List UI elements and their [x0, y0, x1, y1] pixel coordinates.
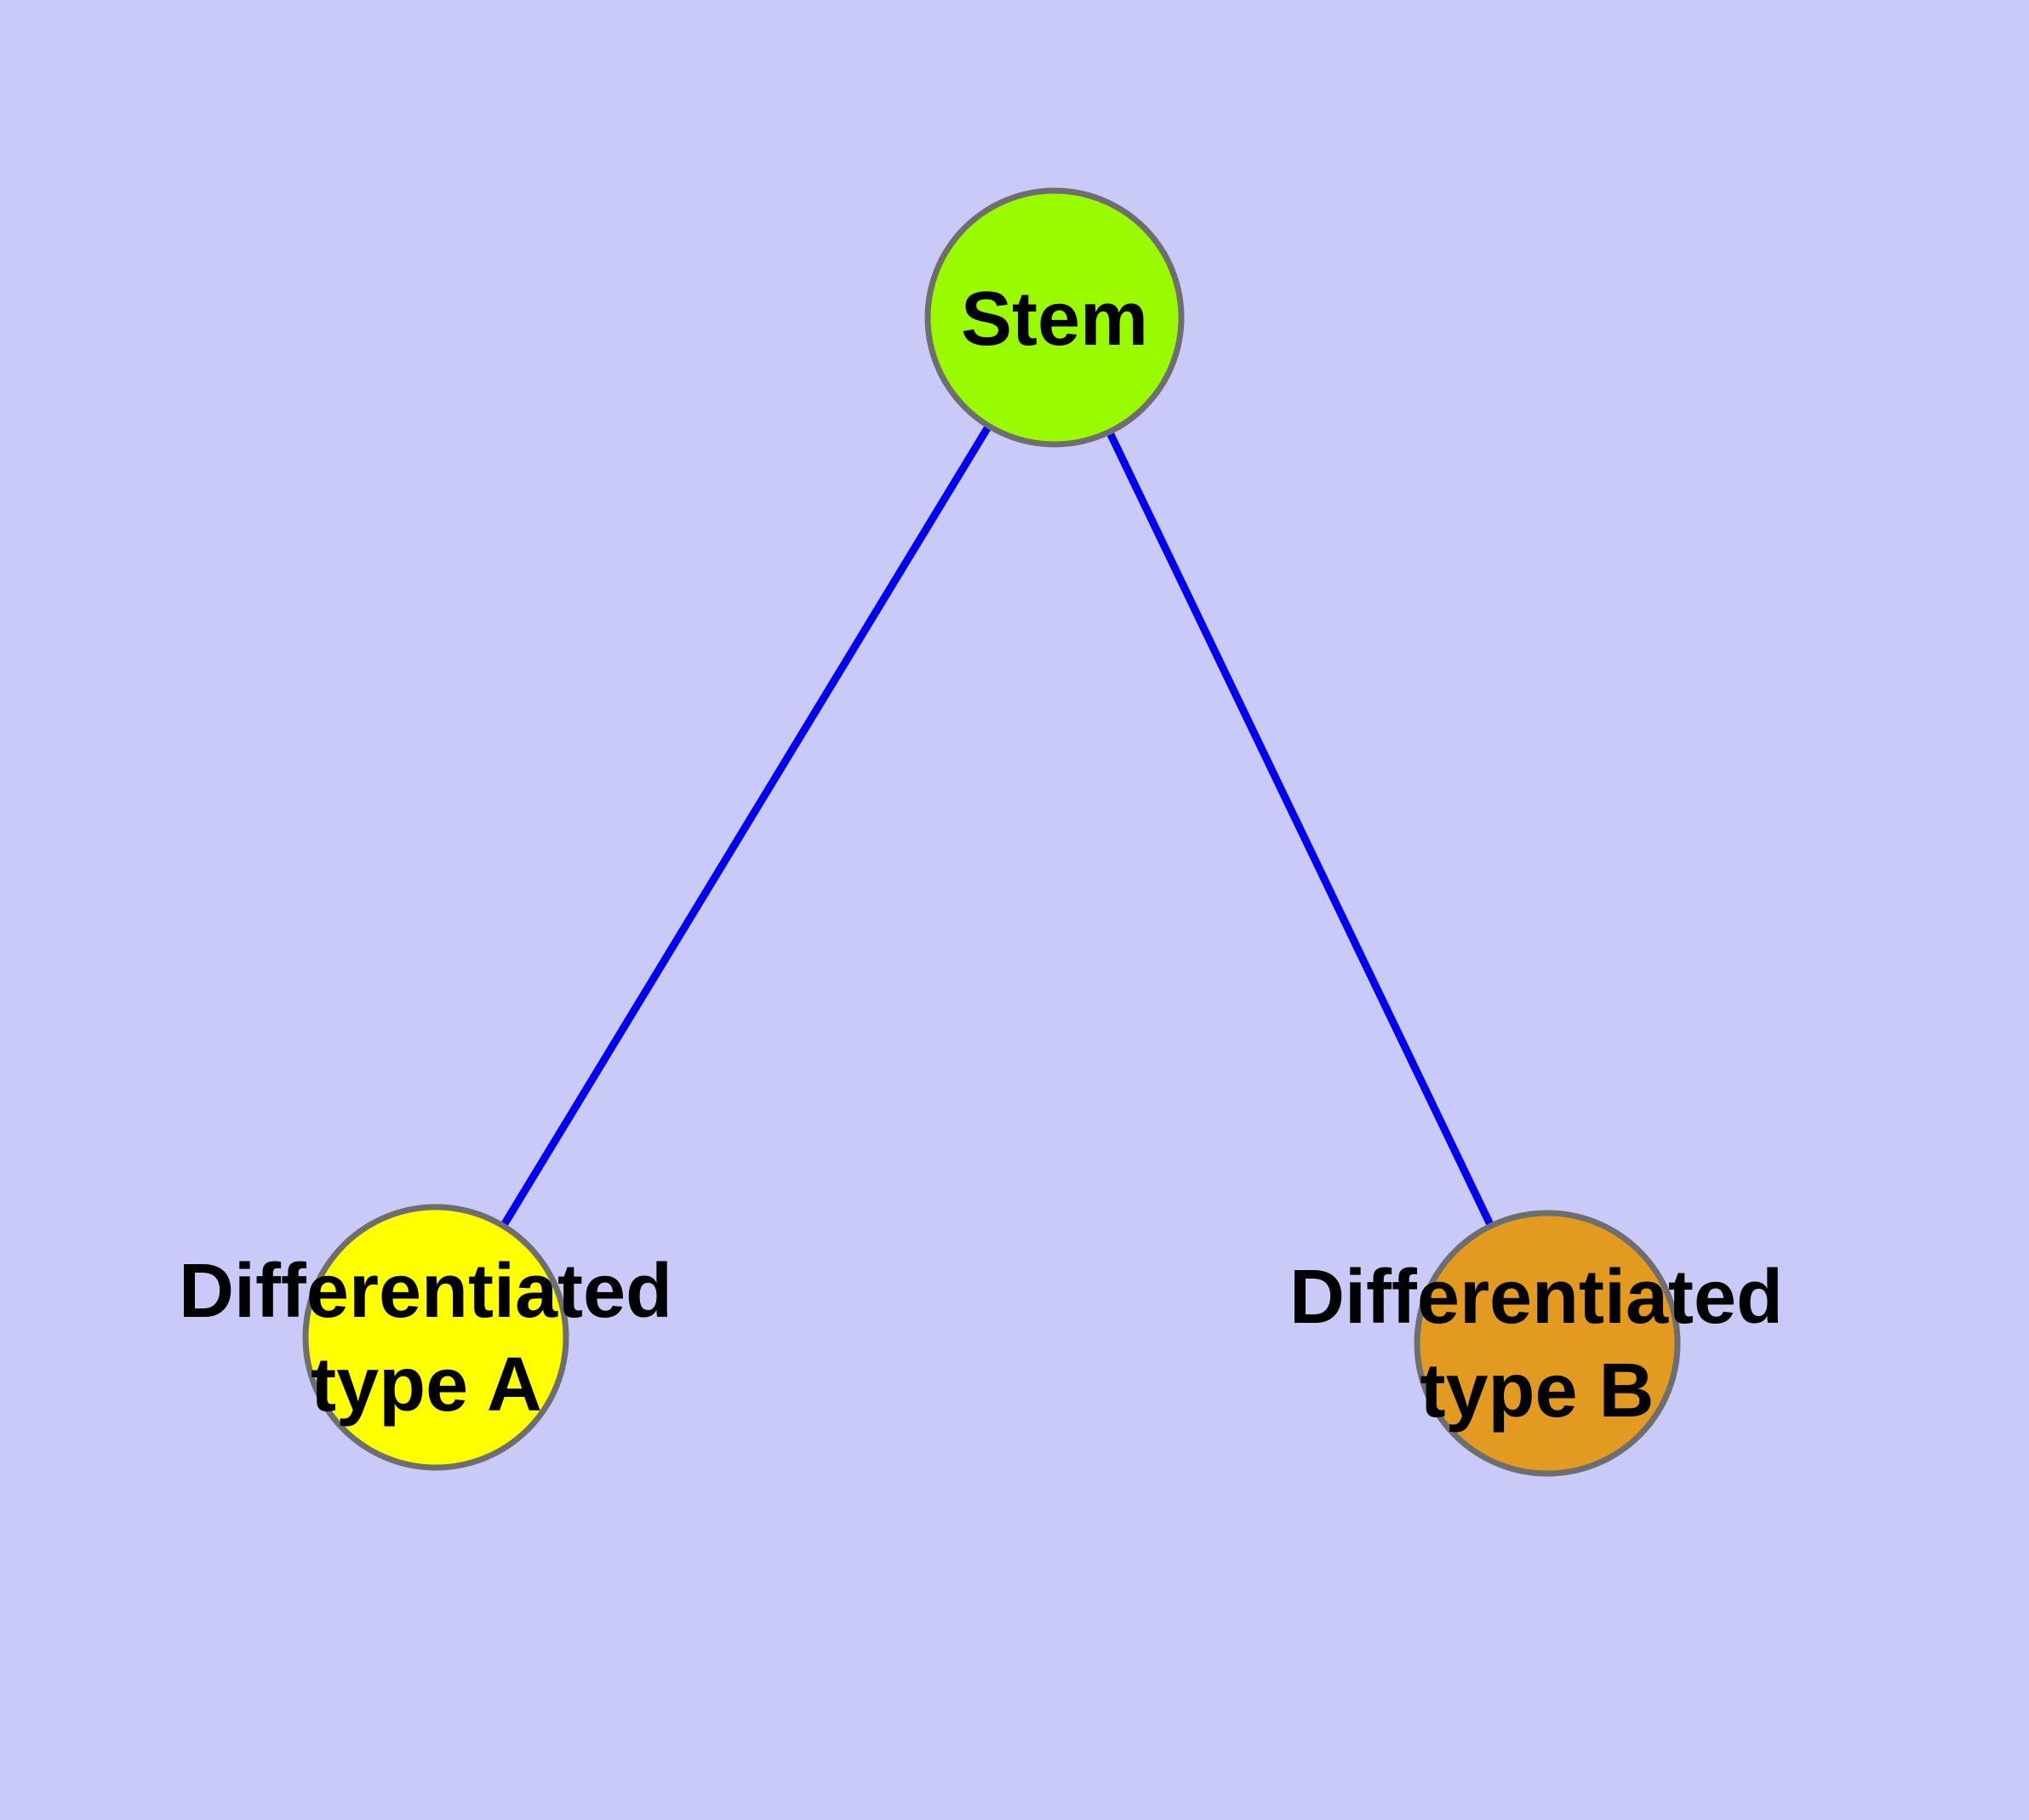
node-type-a-label-line2: type A — [311, 1342, 542, 1428]
node-type-b-label-line1: Differentiated — [1289, 1255, 1783, 1340]
node-type-a-label-line1: Differentiated — [179, 1249, 672, 1334]
node-type-b: Differentiated type B — [1289, 1210, 1783, 1477]
node-type-b-label-line2: type B — [1420, 1348, 1654, 1434]
node-type-a: Differentiated type A — [179, 1204, 672, 1471]
node-stem: Stem — [924, 187, 1185, 448]
edge-stem-to-type-b[interactable] — [1050, 316, 1552, 1345]
node-stem-circle[interactable] — [924, 187, 1185, 448]
node-stem-label: Stem — [961, 277, 1148, 362]
edge-stem-to-type-a[interactable] — [432, 315, 1058, 1340]
node-type-a-circle[interactable] — [302, 1204, 569, 1471]
node-type-b-circle[interactable] — [1414, 1210, 1681, 1477]
